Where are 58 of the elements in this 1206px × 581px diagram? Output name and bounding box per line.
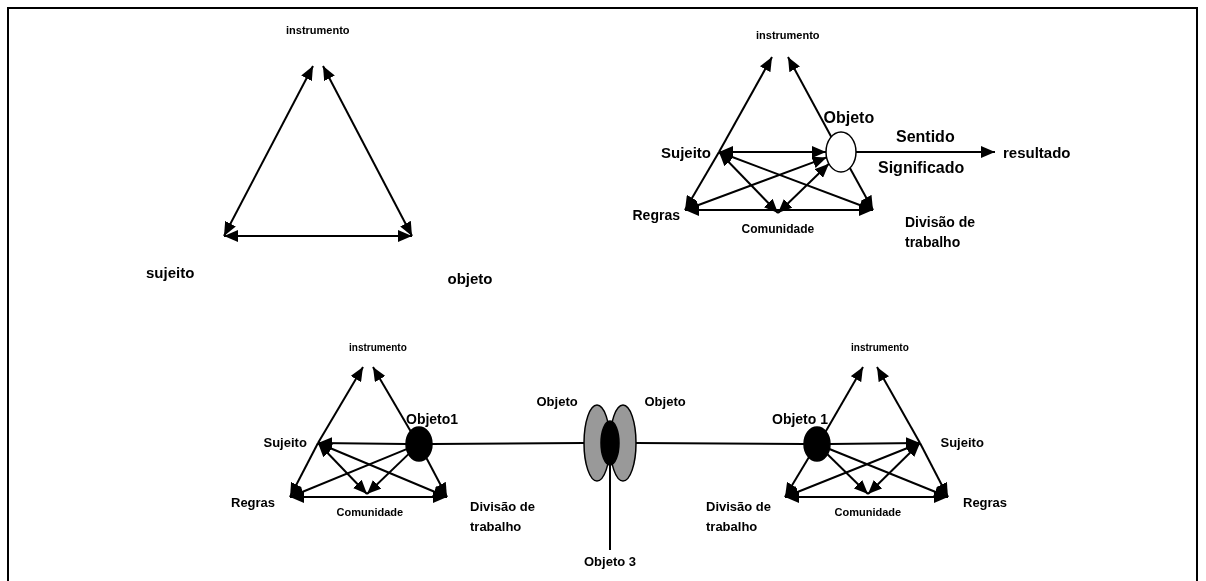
- vertex-label: instrumento: [756, 28, 820, 42]
- arrow: [787, 56, 833, 138]
- double-arrow: [684, 204, 874, 216]
- vertex-label: Comunidade: [741, 223, 815, 237]
- vertex-label: Regras: [632, 207, 680, 224]
- arrow: [876, 366, 921, 444]
- arrow: [317, 366, 364, 444]
- arrow: [718, 56, 773, 153]
- vertex-label: instrumento: [286, 23, 350, 37]
- vertex-label: Divisão de trabalho: [470, 498, 537, 536]
- vertex-label: Divisão de trabalho: [706, 498, 773, 536]
- arrow: [784, 456, 810, 498]
- connector-line: [609, 464, 611, 551]
- double-arrow: [867, 442, 921, 495]
- arrow: [919, 442, 949, 498]
- vertex-label: Sujeito: [263, 435, 307, 451]
- vertex-label: sujeito: [146, 263, 195, 281]
- arrow: [366, 453, 410, 495]
- node-label: Objeto1: [406, 411, 459, 428]
- vertex-label: Objeto 3: [584, 554, 636, 570]
- ellipse: [600, 420, 620, 466]
- vertex-label: instrumento: [851, 342, 909, 354]
- double-arrow: [684, 156, 828, 211]
- double-arrow: [223, 65, 314, 237]
- vertex-label: Comunidade: [834, 505, 902, 519]
- arrow: [317, 437, 407, 450]
- double-arrow: [322, 65, 413, 237]
- arrow: [372, 366, 412, 433]
- arrow: [826, 453, 869, 495]
- vertex-label: Sujeito: [940, 435, 984, 451]
- vertex-label: instrumento: [349, 342, 407, 354]
- vertex-label: resultado: [1003, 143, 1071, 161]
- double-arrow: [777, 162, 830, 214]
- node-label: Objeto: [644, 394, 686, 410]
- node-label: Objeto 1: [772, 411, 828, 428]
- arrow: [848, 167, 874, 211]
- double-arrow: [223, 230, 413, 242]
- vertex-label: Comunidade: [336, 505, 404, 519]
- node-label: Objeto: [536, 394, 578, 410]
- arrow: [684, 151, 720, 211]
- vertex-label: Regras: [231, 495, 276, 511]
- arrow: [289, 442, 319, 498]
- arrow: [855, 146, 996, 158]
- double-arrow: [317, 442, 368, 495]
- vertex-label: Divisão de trabalho: [905, 213, 977, 252]
- arrow: [828, 448, 949, 498]
- vertex-label: Regras: [963, 495, 1008, 511]
- double-arrow: [718, 146, 827, 158]
- arrow: [289, 448, 408, 498]
- arrow: [824, 366, 864, 433]
- double-arrow: [718, 151, 779, 214]
- text-label: Significado: [876, 159, 967, 177]
- node-label: Objeto: [823, 109, 875, 128]
- double-arrow: [289, 491, 448, 503]
- double-arrow: [784, 491, 949, 503]
- vertex-label: Sujeito: [661, 143, 711, 161]
- vertex-label: objeto: [447, 269, 493, 287]
- arrow: [425, 457, 448, 498]
